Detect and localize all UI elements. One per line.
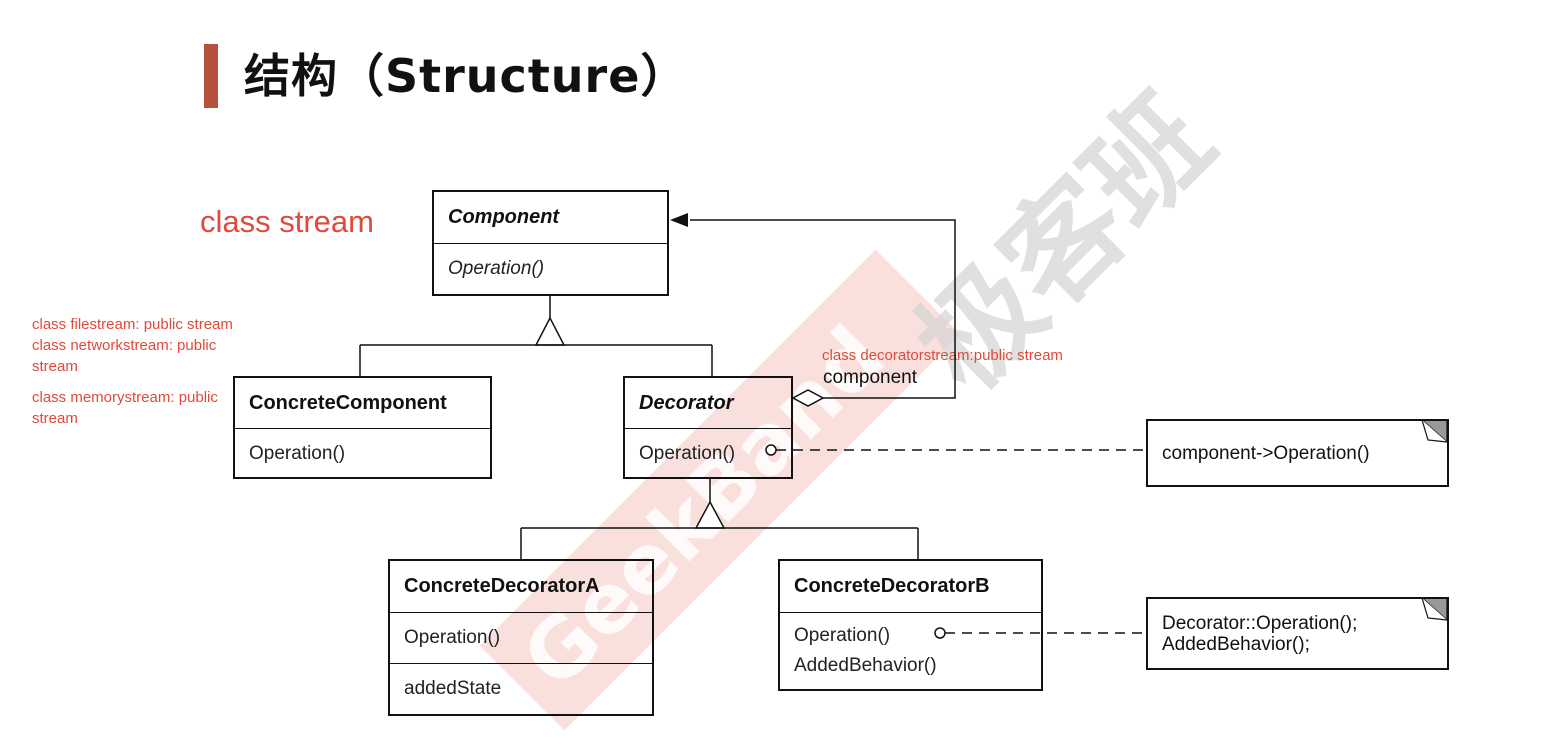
class-concrete-decorator-b: ConcreteDecoratorB Operation() AddedBeha… xyxy=(778,559,1043,691)
note-corner-edge xyxy=(1421,597,1448,621)
annotation-line: class filestream: public stream xyxy=(32,316,233,333)
class-name-section: ConcreteDecoratorB xyxy=(780,561,1041,612)
class-ops-section: Operation() xyxy=(625,428,791,478)
operation: Operation() xyxy=(249,442,346,464)
note-line: Decorator::Operation(); xyxy=(1162,612,1358,634)
class-name-section: ConcreteDecoratorA xyxy=(390,561,652,612)
page-title: 结构（Structure） xyxy=(244,49,688,103)
class-ops-section: Operation() AddedBehavior() xyxy=(780,612,1041,689)
aggregation-arrowhead xyxy=(670,213,688,227)
note-line: component->Operation() xyxy=(1162,442,1370,464)
attribute: addedState xyxy=(404,678,502,699)
class-ops-section: Operation() xyxy=(434,243,667,294)
annotation-line: stream xyxy=(32,410,78,427)
class-name: Component xyxy=(448,206,560,228)
class-decorator: Decorator Operation() xyxy=(623,376,793,479)
class-name: Decorator xyxy=(639,391,734,414)
title-accent-bar xyxy=(204,44,218,108)
annotation-line: class networkstream: public xyxy=(32,337,217,354)
class-ops-section: Operation() xyxy=(235,428,490,478)
class-concrete-decorator-a: ConcreteDecoratorA Operation() addedStat… xyxy=(388,559,654,716)
class-component: Component Operation() xyxy=(432,190,669,296)
note-decorator-operation: component->Operation() xyxy=(1146,419,1449,487)
aggregation-line xyxy=(690,219,956,399)
aggregation-role-label: component xyxy=(823,367,918,388)
inheritance-triangle-component xyxy=(534,316,566,346)
class-name-section: ConcreteComponent xyxy=(235,378,490,428)
class-name: ConcreteComponent xyxy=(249,391,447,414)
class-name: ConcreteDecoratorB xyxy=(794,575,990,597)
operation: Operation() xyxy=(794,625,891,646)
inheritance-triangle-decorator xyxy=(694,500,726,529)
annotation-line: stream xyxy=(32,358,78,375)
annotation-line: class memorystream: public xyxy=(32,389,218,406)
annotation-decorator-stream: class decoratorstream:public stream xyxy=(822,347,1063,364)
annotation-class-stream: class stream xyxy=(200,204,374,239)
class-name-section: Decorator xyxy=(625,378,791,428)
class-name: ConcreteDecoratorA xyxy=(404,575,600,597)
note-line: AddedBehavior(); xyxy=(1162,633,1310,655)
operation: AddedBehavior() xyxy=(794,655,937,676)
operation: Operation() xyxy=(404,627,501,648)
note-decorator-b-operation: Decorator::Operation(); AddedBehavior(); xyxy=(1146,597,1449,670)
note-corner-edge xyxy=(1421,419,1448,443)
class-ops-section: Operation() xyxy=(390,612,652,663)
operation: Operation() xyxy=(448,258,545,279)
class-concrete-component: ConcreteComponent Operation() xyxy=(233,376,492,479)
class-name-section: Component xyxy=(434,192,667,243)
aggregation-diamond xyxy=(791,389,825,407)
operation: Operation() xyxy=(639,442,736,464)
class-attrs-section: addedState xyxy=(390,663,652,714)
annotation-subclasses: class filestream: public stream class ne… xyxy=(32,314,252,429)
